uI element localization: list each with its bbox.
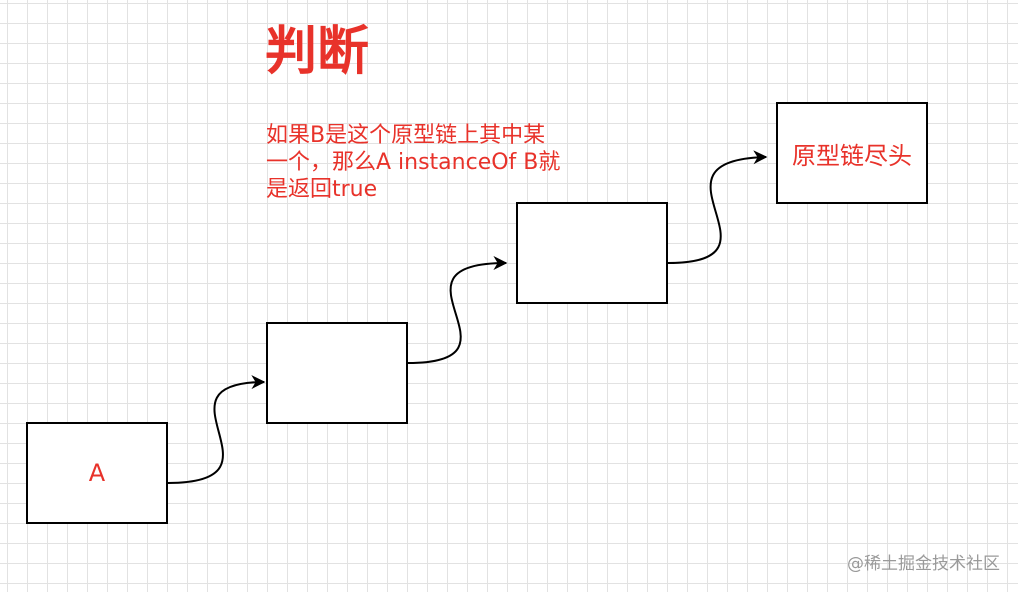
note-line-3: 是返回true: [266, 177, 378, 202]
connector-b2-to-end: [667, 150, 768, 264]
note-line-1: 如果B是这个原型链上其中某: [266, 123, 546, 148]
watermark: @稀土掘金技术社区: [847, 554, 1000, 574]
connector-b1-to-b2: [407, 256, 508, 364]
node-a: A: [26, 422, 168, 524]
node-prototype-chain-end: 原型链尽头: [776, 102, 928, 204]
explanation-note: 如果B是这个原型链上其中某 一个，那么A instanceOf B就 是返回tr…: [266, 122, 638, 203]
note-line-2: 一个，那么A instanceOf B就: [266, 150, 561, 175]
connector-a-to-b1: [167, 375, 266, 484]
diagram-title: 判断: [265, 22, 370, 82]
node-intermediate-1: [266, 322, 408, 424]
node-intermediate-2: [516, 202, 668, 304]
node-a-label: A: [88, 459, 106, 487]
node-prototype-chain-end-label: 原型链尽头: [792, 141, 912, 170]
